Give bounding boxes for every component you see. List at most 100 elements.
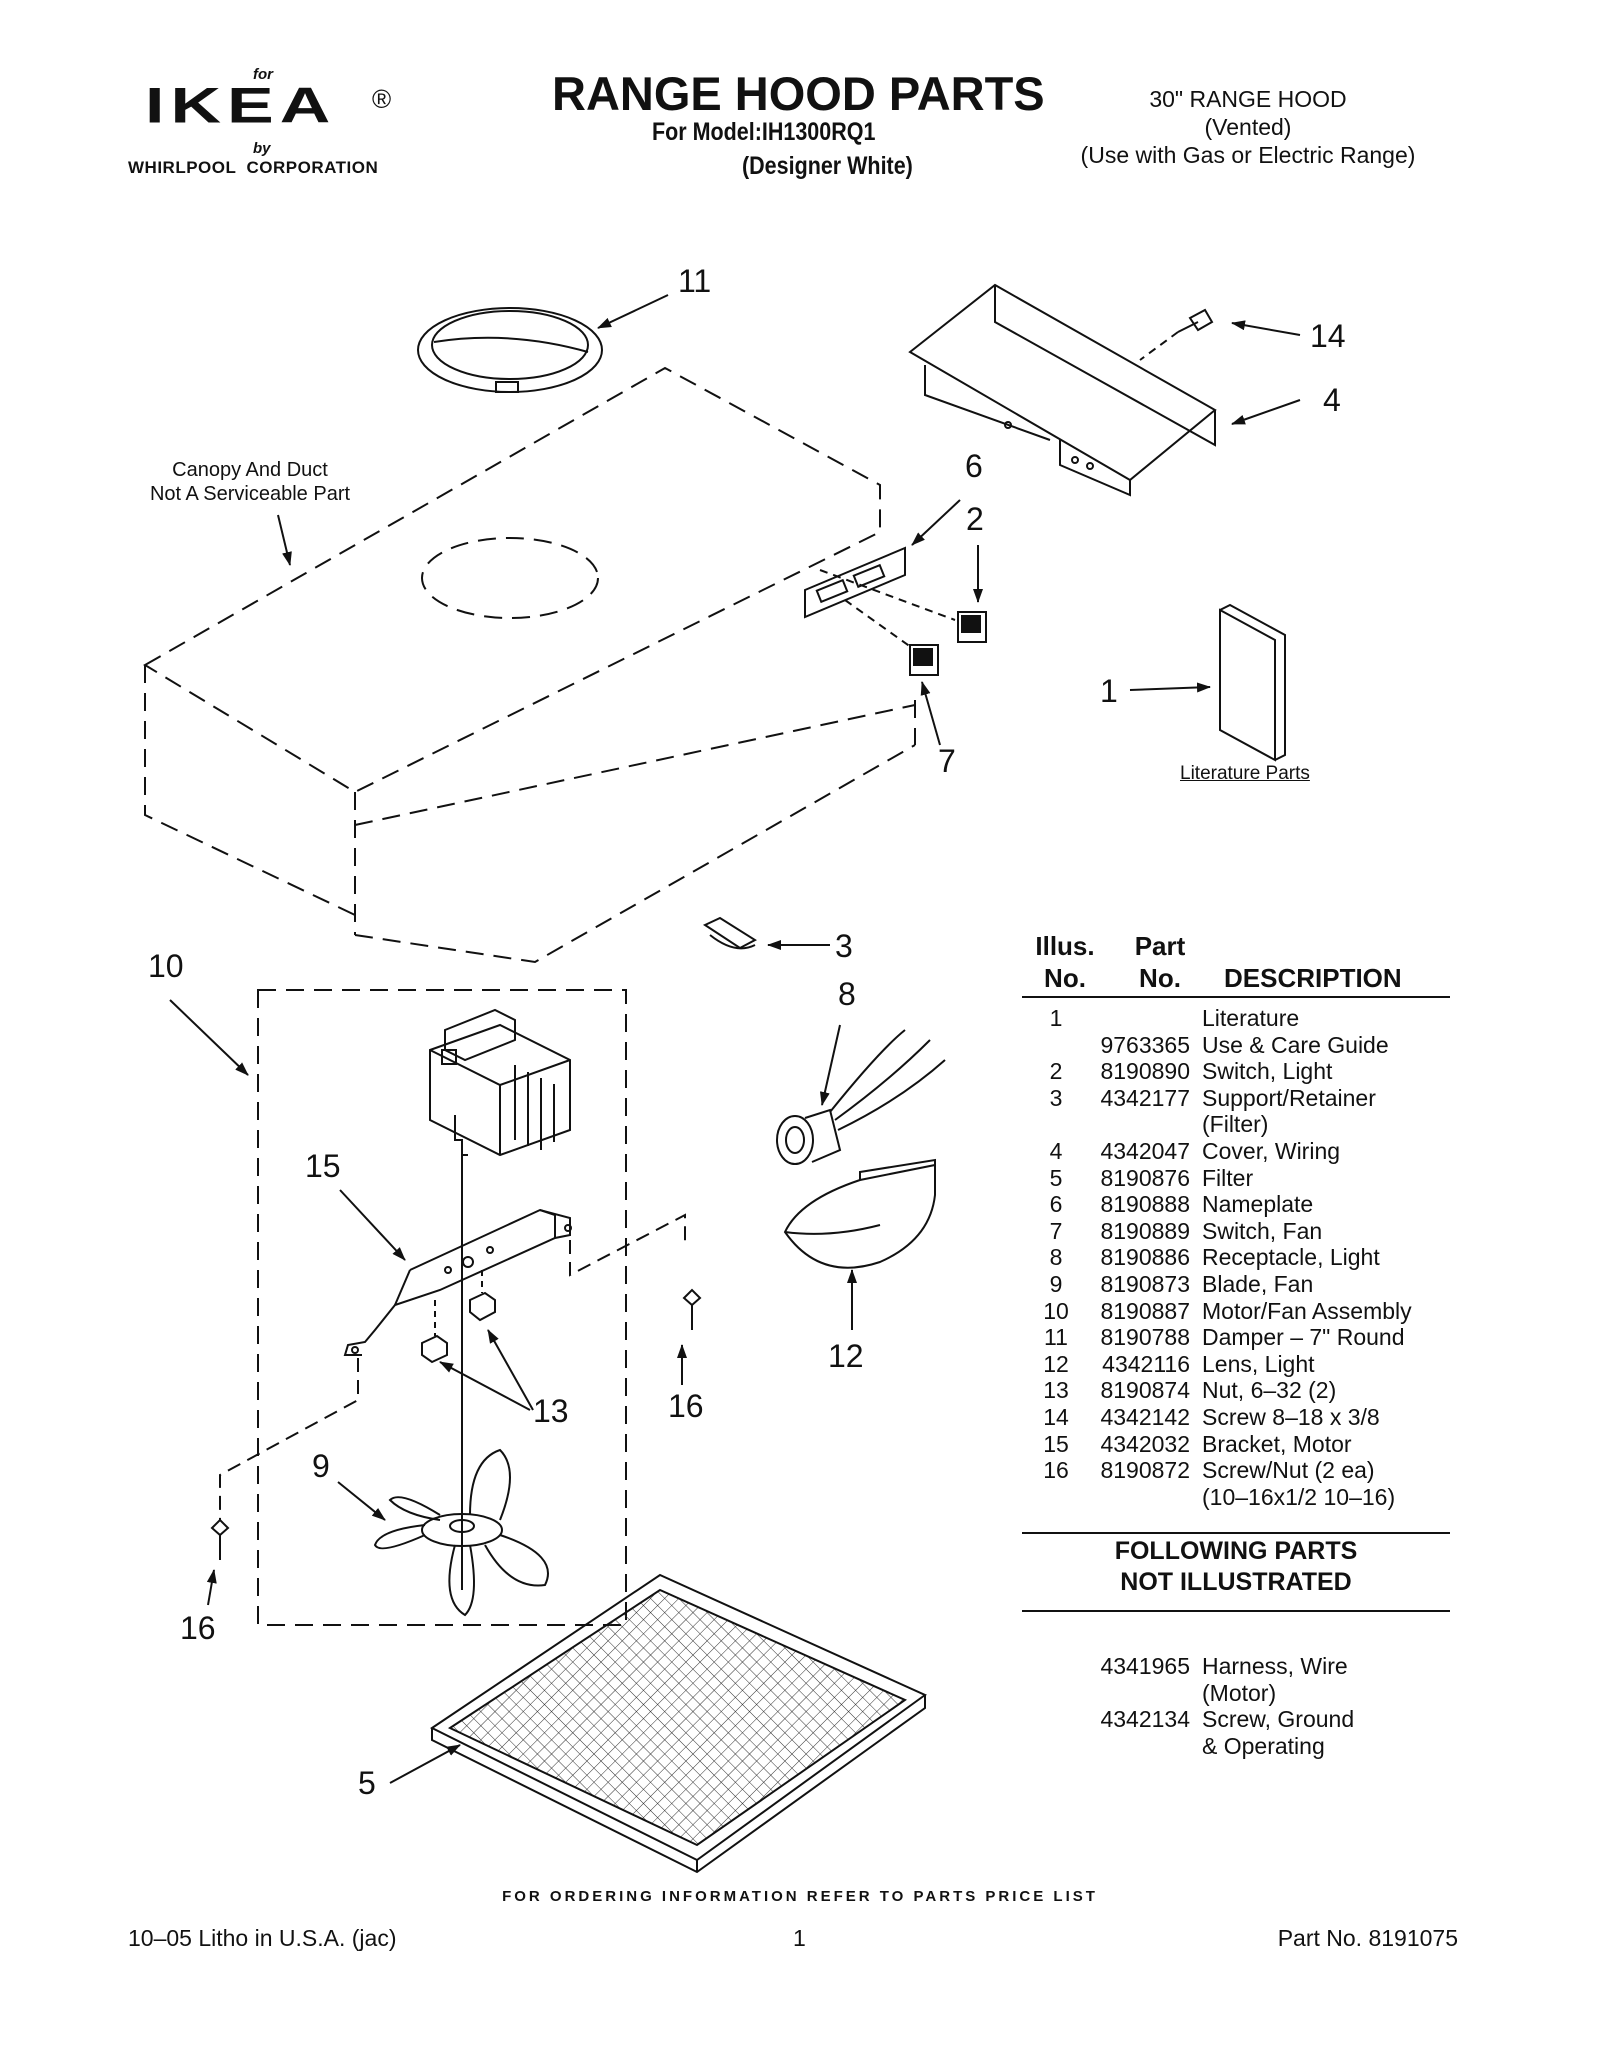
brand-by-text: by	[253, 140, 271, 157]
callout-10: 10	[148, 948, 184, 984]
col-part-line1: Part	[1134, 931, 1186, 961]
filter-drawing	[430, 1573, 927, 1874]
callout-13: 13	[533, 1393, 569, 1429]
part-number-cell	[1090, 1680, 1202, 1707]
part-number-cell: 4342134	[1100, 1706, 1190, 1733]
callout-16-right: 16	[668, 1388, 704, 1424]
illus-number: 1	[1049, 1005, 1063, 1031]
page-number: 1	[793, 1925, 806, 1951]
illus-number: 11	[1044, 1324, 1068, 1351]
hood-type: (Vented)	[1204, 114, 1292, 140]
page-title: RANGE HOOD PARTS	[552, 67, 1045, 120]
illus-number	[1022, 1706, 1090, 1733]
table-row: 7 8190889 Switch, Fan	[1022, 1218, 1462, 1245]
part-number-cell: 4342177	[1100, 1084, 1190, 1111]
description-cell: Lens, Light	[1202, 1350, 1315, 1377]
callout-4: 4	[1323, 382, 1341, 418]
illus-number: 7	[1049, 1217, 1063, 1244]
illus-number	[1022, 1653, 1090, 1680]
canopy-note: Canopy And Duct Not A Serviceable Part	[120, 458, 380, 506]
col-part-header: Part No.	[1125, 930, 1195, 994]
illus-number: 16	[1043, 1457, 1069, 1484]
illus-number: 4	[1049, 1137, 1063, 1164]
illus-number: 9	[1049, 1270, 1063, 1297]
brand-corporation: WHIRLPOOL CORPORATION	[128, 158, 379, 177]
illus-number: 14	[1043, 1403, 1069, 1430]
callout-2: 2	[966, 501, 984, 537]
callout-15: 15	[305, 1148, 341, 1184]
illus-number: 6	[1049, 1191, 1063, 1218]
illus-number	[1022, 1032, 1090, 1059]
description-cell: Filter	[1202, 1164, 1254, 1191]
description-cell: Bracket, Motor	[1202, 1430, 1352, 1457]
description-cell: Nut, 6–32 (2)	[1202, 1377, 1337, 1404]
hood-size: 30" RANGE HOOD	[1149, 86, 1347, 112]
damper-drawing	[417, 307, 603, 393]
illus-number: 5	[1049, 1164, 1063, 1191]
screw-14-drawing	[1139, 308, 1214, 361]
illus-number	[1022, 1484, 1090, 1511]
table-row: 2 8190890 Switch, Light	[1022, 1058, 1462, 1085]
part-number: Part No. 8191075	[1277, 1925, 1458, 1951]
part-number-cell: 8190888	[1100, 1191, 1190, 1218]
callout-1: 1	[1100, 673, 1118, 709]
illus-number: 13	[1043, 1377, 1069, 1404]
callout-9: 9	[312, 1448, 330, 1484]
hood-info: 30" RANGE HOOD (Vented) (Use with Gas or…	[1038, 85, 1458, 169]
part-number-cell	[1090, 1733, 1202, 1760]
col-description-header: DESCRIPTION	[1224, 963, 1402, 993]
description-cell: Switch, Fan	[1202, 1217, 1323, 1244]
table-header-rule	[1022, 996, 1450, 998]
description-cell: Damper – 7" Round	[1202, 1324, 1405, 1351]
motor-drawing	[429, 1008, 571, 1590]
table-row: (Filter)	[1022, 1111, 1462, 1138]
description-cell: Motor/Fan Assembly	[1202, 1297, 1412, 1324]
description-cell: Nameplate	[1202, 1191, 1314, 1218]
col-part-line2: No.	[1139, 963, 1181, 993]
illus-number: 8	[1049, 1244, 1063, 1271]
illus-number: 15	[1043, 1430, 1069, 1457]
col-illus-line1: Illus.	[1035, 931, 1095, 961]
ikea-logo: IKEA	[145, 77, 337, 134]
table-row: (Motor)	[1022, 1680, 1462, 1707]
literature-parts-label: Literature Parts	[1180, 763, 1310, 784]
callout-16-left: 16	[180, 1610, 216, 1646]
hood-use: (Use with Gas or Electric Range)	[1080, 142, 1416, 168]
nuts-drawing	[421, 1270, 496, 1364]
description-cell: Screw/Nut (2 ea)	[1202, 1457, 1375, 1484]
part-number-cell: 8190890	[1100, 1058, 1190, 1085]
description-cell: (Motor)	[1202, 1679, 1277, 1706]
screw-16-left-drawing	[210, 1518, 230, 1560]
description-cell: Support/Retainer	[1202, 1084, 1376, 1111]
callout-7: 7	[938, 743, 956, 779]
description-cell: (Filter)	[1202, 1111, 1269, 1138]
description-cell: Use & Care Guide	[1202, 1031, 1389, 1058]
description-cell: (10–16x1/2 10–16)	[1202, 1483, 1396, 1510]
not-illustrated-top-rule	[1022, 1532, 1450, 1534]
description-cell: Harness, Wire	[1202, 1653, 1348, 1679]
part-number-cell	[1090, 1484, 1202, 1511]
description-cell: Switch, Light	[1202, 1058, 1333, 1085]
part-number-cell	[1090, 1111, 1202, 1138]
not-illustrated-line1: FOLLOWING PARTS	[1114, 1537, 1358, 1565]
leader-lines	[169, 294, 1301, 1784]
switches-drawing	[819, 569, 987, 676]
callout-6: 6	[965, 448, 983, 484]
callout-11: 11	[678, 263, 712, 299]
description-cell: Receptacle, Light	[1202, 1244, 1380, 1271]
part-number-cell	[1090, 1005, 1202, 1032]
brand-for-text: for	[253, 66, 273, 83]
description-cell: & Operating	[1202, 1732, 1325, 1759]
part-number-cell: 8190889	[1100, 1217, 1190, 1244]
illus-number: 2	[1049, 1058, 1063, 1085]
